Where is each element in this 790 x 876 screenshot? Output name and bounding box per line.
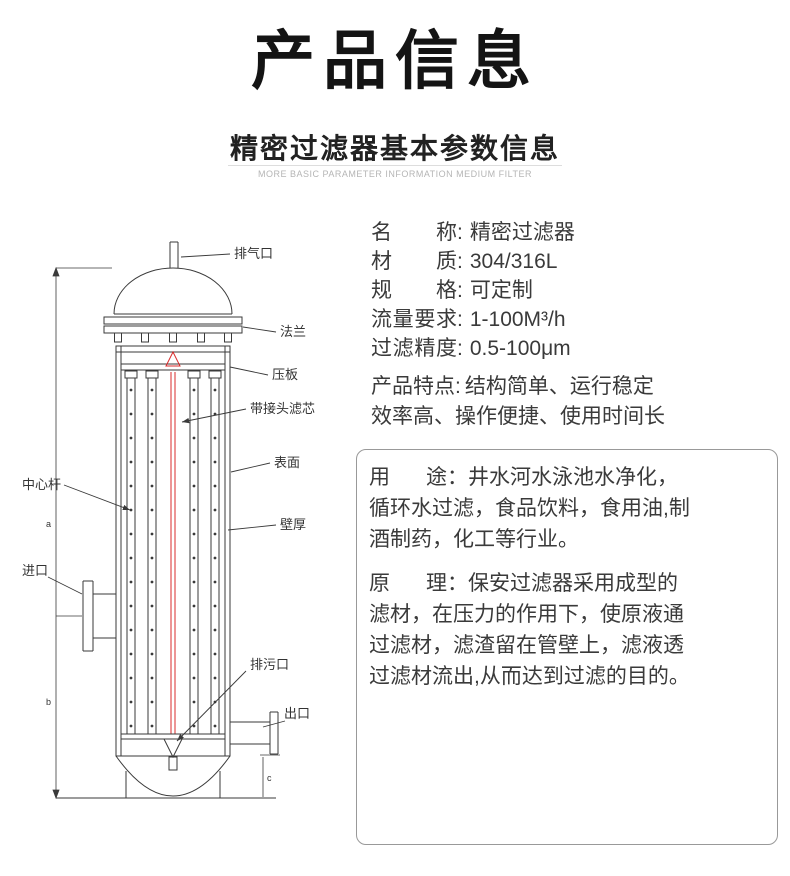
- dim-a-label: a: [46, 519, 51, 529]
- press-plate: [121, 363, 225, 371]
- features-text: 结构简单、运行稳定效率高、操作便捷、使用时间长: [371, 375, 665, 428]
- spec-label: 名称: [371, 221, 457, 244]
- spec-row-name: 名称: 精密过滤器: [371, 218, 781, 247]
- usage-paragraph: 用途：井水河水泳池水净化，循环水过滤，食品饮料，食用油,制酒制药，化工等行业。: [369, 462, 695, 555]
- vessel-dome: [113, 267, 233, 315]
- outlet-label: 出口: [284, 706, 310, 721]
- usage-principle-box: 用途：井水河水泳池水净化，循环水过滤，食品饮料，食用油,制酒制药，化工等行业。 …: [356, 449, 778, 845]
- subtitle-divider: [228, 165, 562, 166]
- spec-label: 材质: [371, 250, 457, 273]
- features-label: 产品特点: [371, 375, 455, 398]
- spec-list: 名称:精密过滤器 材质:304/316L 规格:可定制 流量要求:1-100M³…: [371, 218, 781, 363]
- dimension-lines: [52, 266, 280, 800]
- spec-colon: :: [457, 308, 463, 331]
- spec-value: 0.5-100μm: [469, 337, 571, 360]
- spec-value: 304/316L: [469, 250, 558, 273]
- principle-paragraph: 原理：保安过滤器采用成型的滤材，在压力的作用下，使原液通过滤材，滤渣留在管壁上，…: [369, 568, 695, 692]
- usage-label: 用途: [369, 466, 447, 489]
- spec-colon: :: [457, 250, 463, 273]
- cartridge-label: 带接头滤芯: [250, 401, 315, 416]
- exhaust-pipe: [169, 241, 179, 268]
- spec-label: 过滤精度: [371, 337, 457, 360]
- flange: [103, 316, 243, 343]
- vessel-body: [115, 345, 231, 757]
- spec-row-material: 材质:304/316L: [371, 247, 781, 276]
- dim-c-label: c: [267, 773, 272, 783]
- center-rod-label: 中心杆: [22, 477, 61, 492]
- spec-label: 规格: [371, 279, 457, 302]
- leader-lines: [47, 253, 286, 742]
- wall-thickness-label: 壁厚: [280, 517, 306, 532]
- inlet-label: 进口: [22, 563, 48, 578]
- vessel-bottom: [56, 733, 276, 799]
- principle-label: 原理: [369, 572, 447, 595]
- surface-label: 表面: [274, 455, 300, 470]
- spec-label: 流量要求: [371, 308, 457, 331]
- spec-value: 可定制: [469, 279, 533, 302]
- inlet-nozzle: [82, 580, 116, 652]
- spec-row-specification: 规格: 可定制: [371, 276, 781, 305]
- spec-value: 1-100M³/h: [469, 308, 566, 331]
- features-colon: :: [455, 375, 461, 398]
- press-plate-label: 压板: [272, 367, 298, 382]
- principle-text: 保安过滤器采用成型的滤材，在压力的作用下，使原液通过滤材，滤渣留在管壁上，滤液透…: [369, 572, 690, 688]
- principle-colon: ：: [447, 572, 468, 595]
- spec-colon: :: [457, 279, 463, 302]
- usage-colon: ：: [447, 466, 468, 489]
- filter-cartridges: [124, 370, 222, 734]
- page-title: 产品信息: [251, 25, 539, 97]
- outlet-nozzle: [230, 711, 279, 755]
- center-rod: [165, 350, 181, 734]
- exhaust-port-label: 排气口: [234, 246, 273, 261]
- drain-port-label: 排污口: [250, 657, 289, 672]
- spec-value: 精密过滤器: [469, 221, 575, 244]
- cartridge-perforations: [129, 388, 217, 728]
- filter-diagram: 排气口 法兰 压板 带接头滤芯 表面 中心杆 壁厚 进口 排污口 出口 a b …: [22, 241, 315, 800]
- spec-row-precision: 过滤精度:0.5-100μm: [371, 334, 781, 363]
- page-subtitle: 精密过滤器基本参数信息: [229, 133, 560, 164]
- product-features: 产品特点:结构简单、运行稳定效率高、操作便捷、使用时间长: [371, 372, 671, 432]
- dim-b-label: b: [46, 697, 51, 707]
- usage-text: 井水河水泳池水净化，循环水过滤，食品饮料，食用油,制酒制药，化工等行业。: [369, 466, 690, 551]
- flange-label: 法兰: [280, 324, 306, 339]
- spec-colon: :: [457, 337, 463, 360]
- spec-row-flow: 流量要求:1-100M³/h: [371, 305, 781, 334]
- spec-colon: :: [457, 221, 463, 244]
- english-caption: MORE BASIC PARAMETER INFORMATION MEDIUM …: [257, 169, 532, 179]
